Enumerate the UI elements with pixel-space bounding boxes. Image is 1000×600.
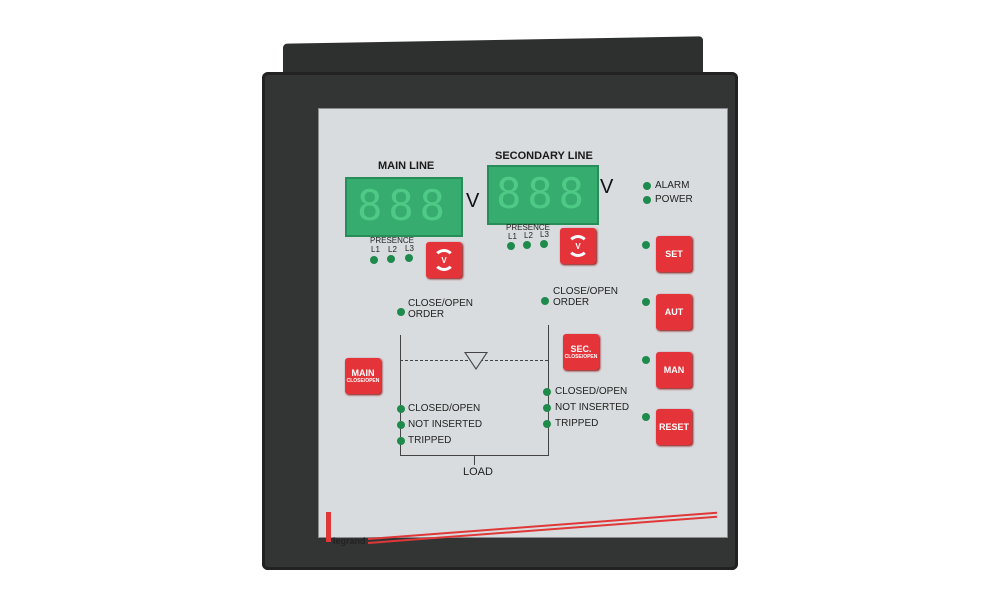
set-button[interactable]: SET: [656, 236, 692, 272]
brand-marker: [326, 512, 331, 542]
secondary-l1-label: L1: [508, 232, 517, 241]
secondary-not-inserted-label: NOT INSERTED: [555, 402, 630, 413]
main-closed-label: CLOSED/OPEN: [408, 403, 481, 414]
aut-button[interactable]: AUT: [656, 294, 692, 330]
secondary-voltage-display: 888: [487, 165, 599, 225]
main-tripped-led: [397, 437, 405, 445]
main-tripped-label: TRIPPED: [408, 435, 452, 446]
secondary-l3-label: L3: [540, 230, 549, 239]
main-l3-label: L3: [405, 244, 414, 253]
secondary-order-label: CLOSE/OPEN ORDER: [553, 286, 619, 308]
load-wire: [474, 455, 475, 465]
main-l1-label: L1: [371, 245, 380, 254]
main-not-inserted-led: [397, 421, 405, 429]
secondary-l1-led: [507, 242, 515, 250]
aut-led: [642, 298, 650, 306]
secondary-close-open-button[interactable]: SEC.CLOSE/OPEN: [563, 334, 599, 370]
secondary-tripped-led: [543, 420, 551, 428]
set-led: [642, 241, 650, 249]
cycle-icon-label: V: [575, 241, 581, 251]
main-l1-led: [370, 256, 378, 264]
cycle-icon: V: [433, 249, 455, 271]
main-l2-led: [387, 255, 395, 263]
main-closed-led: [397, 405, 405, 413]
secondary-presence-label: PRESENCE: [506, 223, 551, 232]
secondary-voltage-cycle-button[interactable]: V: [560, 228, 596, 264]
secondary-line-title: SECONDARY LINE: [495, 150, 593, 162]
secondary-closed-label: CLOSED/OPEN: [555, 386, 628, 397]
main-line-title: MAIN LINE: [378, 160, 435, 172]
main-not-inserted-label: NOT INSERTED: [408, 419, 483, 430]
main-line-wire: [400, 335, 401, 455]
main-presence-label: PRESENCE: [370, 236, 415, 245]
power-label: POWER: [655, 194, 693, 205]
secondary-tripped-label: TRIPPED: [555, 418, 599, 429]
main-l2-label: L2: [388, 245, 397, 254]
secondary-unit: V: [600, 176, 614, 198]
secondary-button-label: SEC.: [570, 344, 592, 354]
main-order-led: [397, 308, 405, 316]
power-led: [643, 196, 651, 204]
set-button-label: SET: [665, 249, 683, 259]
secondary-button-sublabel: CLOSE/OPEN: [564, 354, 598, 360]
main-button-sublabel: CLOSE/OPEN: [346, 378, 380, 384]
man-button[interactable]: MAN: [656, 352, 692, 388]
main-unit: V: [466, 190, 480, 212]
reset-button-label: RESET: [658, 422, 689, 432]
cycle-icon-label: V: [441, 255, 447, 265]
secondary-order-led: [541, 297, 549, 305]
secondary-l2-label: L2: [524, 231, 533, 240]
man-button-label: MAN: [663, 365, 685, 375]
main-order-label: CLOSE/OPEN ORDER: [408, 298, 474, 320]
main-voltage-display: 888: [345, 177, 463, 237]
main-l3-led: [405, 254, 413, 262]
secondary-not-inserted-led: [543, 404, 551, 412]
alarm-led: [643, 182, 651, 190]
load-label: LOAD: [463, 466, 493, 478]
brand-logo: legrand: [333, 536, 366, 546]
secondary-l2-led: [523, 241, 531, 249]
secondary-l3-led: [540, 240, 548, 248]
interlock-triangle-fill: [466, 353, 486, 368]
reset-button[interactable]: RESET: [656, 409, 692, 445]
aut-button-label: AUT: [664, 307, 684, 317]
man-led: [642, 356, 650, 364]
alarm-label: ALARM: [655, 180, 690, 191]
secondary-closed-led: [543, 388, 551, 396]
reset-led: [642, 413, 650, 421]
main-button-label: MAIN: [351, 368, 375, 378]
main-voltage-cycle-button[interactable]: V: [426, 242, 462, 278]
cycle-icon: V: [567, 235, 589, 257]
